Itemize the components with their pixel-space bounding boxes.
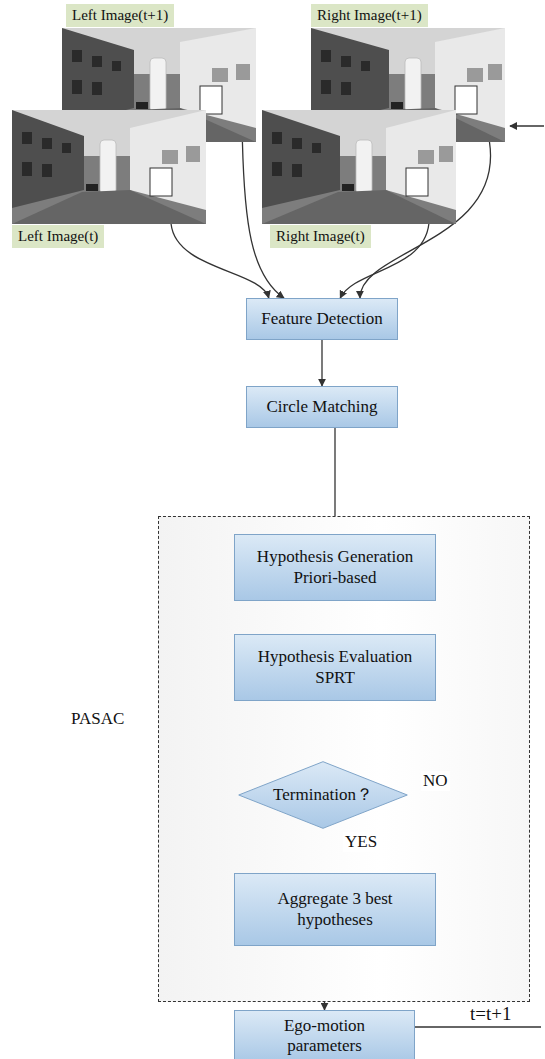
process-box: Circle Matching (246, 386, 398, 428)
process-box: Aggregate 3 best hypotheses (234, 873, 436, 946)
graphic-part (262, 110, 340, 208)
region-label: PASAC (71, 709, 124, 729)
graphic-part (321, 50, 331, 62)
graphic-part (42, 164, 52, 177)
graphic-part (405, 58, 421, 112)
process-box: Feature Detection (246, 298, 398, 340)
box-text: Hypothesis Generation Priori-based (245, 547, 425, 588)
graphic-part (22, 162, 32, 176)
image-caption: Right Image(t+1) (311, 4, 428, 27)
box-text: Ego-motion parameters (255, 1016, 394, 1057)
feedback-arrow (510, 125, 544, 126)
graphic-part (391, 102, 403, 109)
image-caption: Left Image(t+1) (66, 4, 174, 27)
graphic-part (162, 150, 178, 164)
graphic-part (12, 110, 206, 224)
graphic-part (488, 64, 502, 80)
graphic-part (150, 58, 166, 112)
graphic-part (86, 184, 98, 191)
graphic-part (236, 64, 250, 80)
graphic-part (92, 82, 102, 95)
graphic-part (62, 143, 71, 153)
graphic-part (272, 132, 282, 144)
process-box: Ego-motion parameters (234, 1010, 415, 1059)
graphic-part (418, 150, 434, 164)
graphic-part (92, 56, 102, 67)
graphic-part (239, 762, 408, 829)
graphic-part (42, 138, 52, 149)
camera-image: Right Image(t) (262, 110, 456, 224)
flow-arrow (171, 224, 269, 298)
graphic-part (321, 80, 331, 94)
graphic-part (12, 190, 206, 224)
loop-line (414, 1026, 541, 1027)
graphic-part (292, 138, 302, 149)
camera-image: Left Image(t) (12, 110, 206, 224)
edge-label: NO (421, 771, 450, 791)
graphic-part (262, 190, 456, 224)
graphic-part (186, 146, 200, 162)
box-text: Hypothesis Evaluation SPRT (245, 647, 425, 688)
graphic-part (212, 68, 228, 82)
edge-label: YES (343, 832, 379, 852)
graphic-part (100, 140, 116, 194)
dashed-region: PASACHypothesis Generation Priori-basedH… (158, 516, 530, 1002)
graphic-part (467, 68, 483, 82)
box-text: Aggregate 3 best hypotheses (260, 889, 410, 930)
process-box: Hypothesis Evaluation SPRT (234, 634, 436, 701)
graphic-part (112, 61, 121, 71)
graphic-part (455, 86, 477, 114)
decision-diamond: Termination？ (237, 761, 409, 829)
graphic-part (342, 184, 354, 191)
graphic-part (356, 140, 372, 194)
graphic-part (292, 164, 302, 177)
flow-arrow (321, 340, 322, 386)
graphic-part (22, 132, 32, 144)
graphic-part (341, 82, 351, 95)
street-photo (262, 110, 456, 224)
image-caption: Left Image(t) (12, 225, 104, 248)
street-photo (12, 110, 206, 224)
graphic-part (130, 110, 206, 210)
graphic-part (361, 61, 370, 71)
graphic-part (136, 102, 148, 109)
graphic-part (386, 110, 456, 210)
image-caption: Right Image(t) (270, 225, 371, 248)
graphic-part (12, 110, 84, 208)
box-text: Feature Detection (261, 309, 382, 329)
graphic-part (262, 110, 456, 224)
graphic-part (150, 168, 172, 196)
box-text: Circle Matching (267, 397, 378, 417)
graphic-part (439, 146, 453, 162)
graphic-part (72, 80, 82, 94)
graphic-part (312, 143, 321, 153)
decision-text: Termination？ (273, 785, 373, 805)
process-box: Hypothesis Generation Priori-based (234, 534, 436, 601)
graphic-part (406, 168, 428, 196)
graphic-part (72, 50, 82, 62)
loop-label: t=t+1 (470, 1003, 512, 1025)
graphic-part (341, 56, 351, 67)
graphic-part (272, 162, 282, 176)
